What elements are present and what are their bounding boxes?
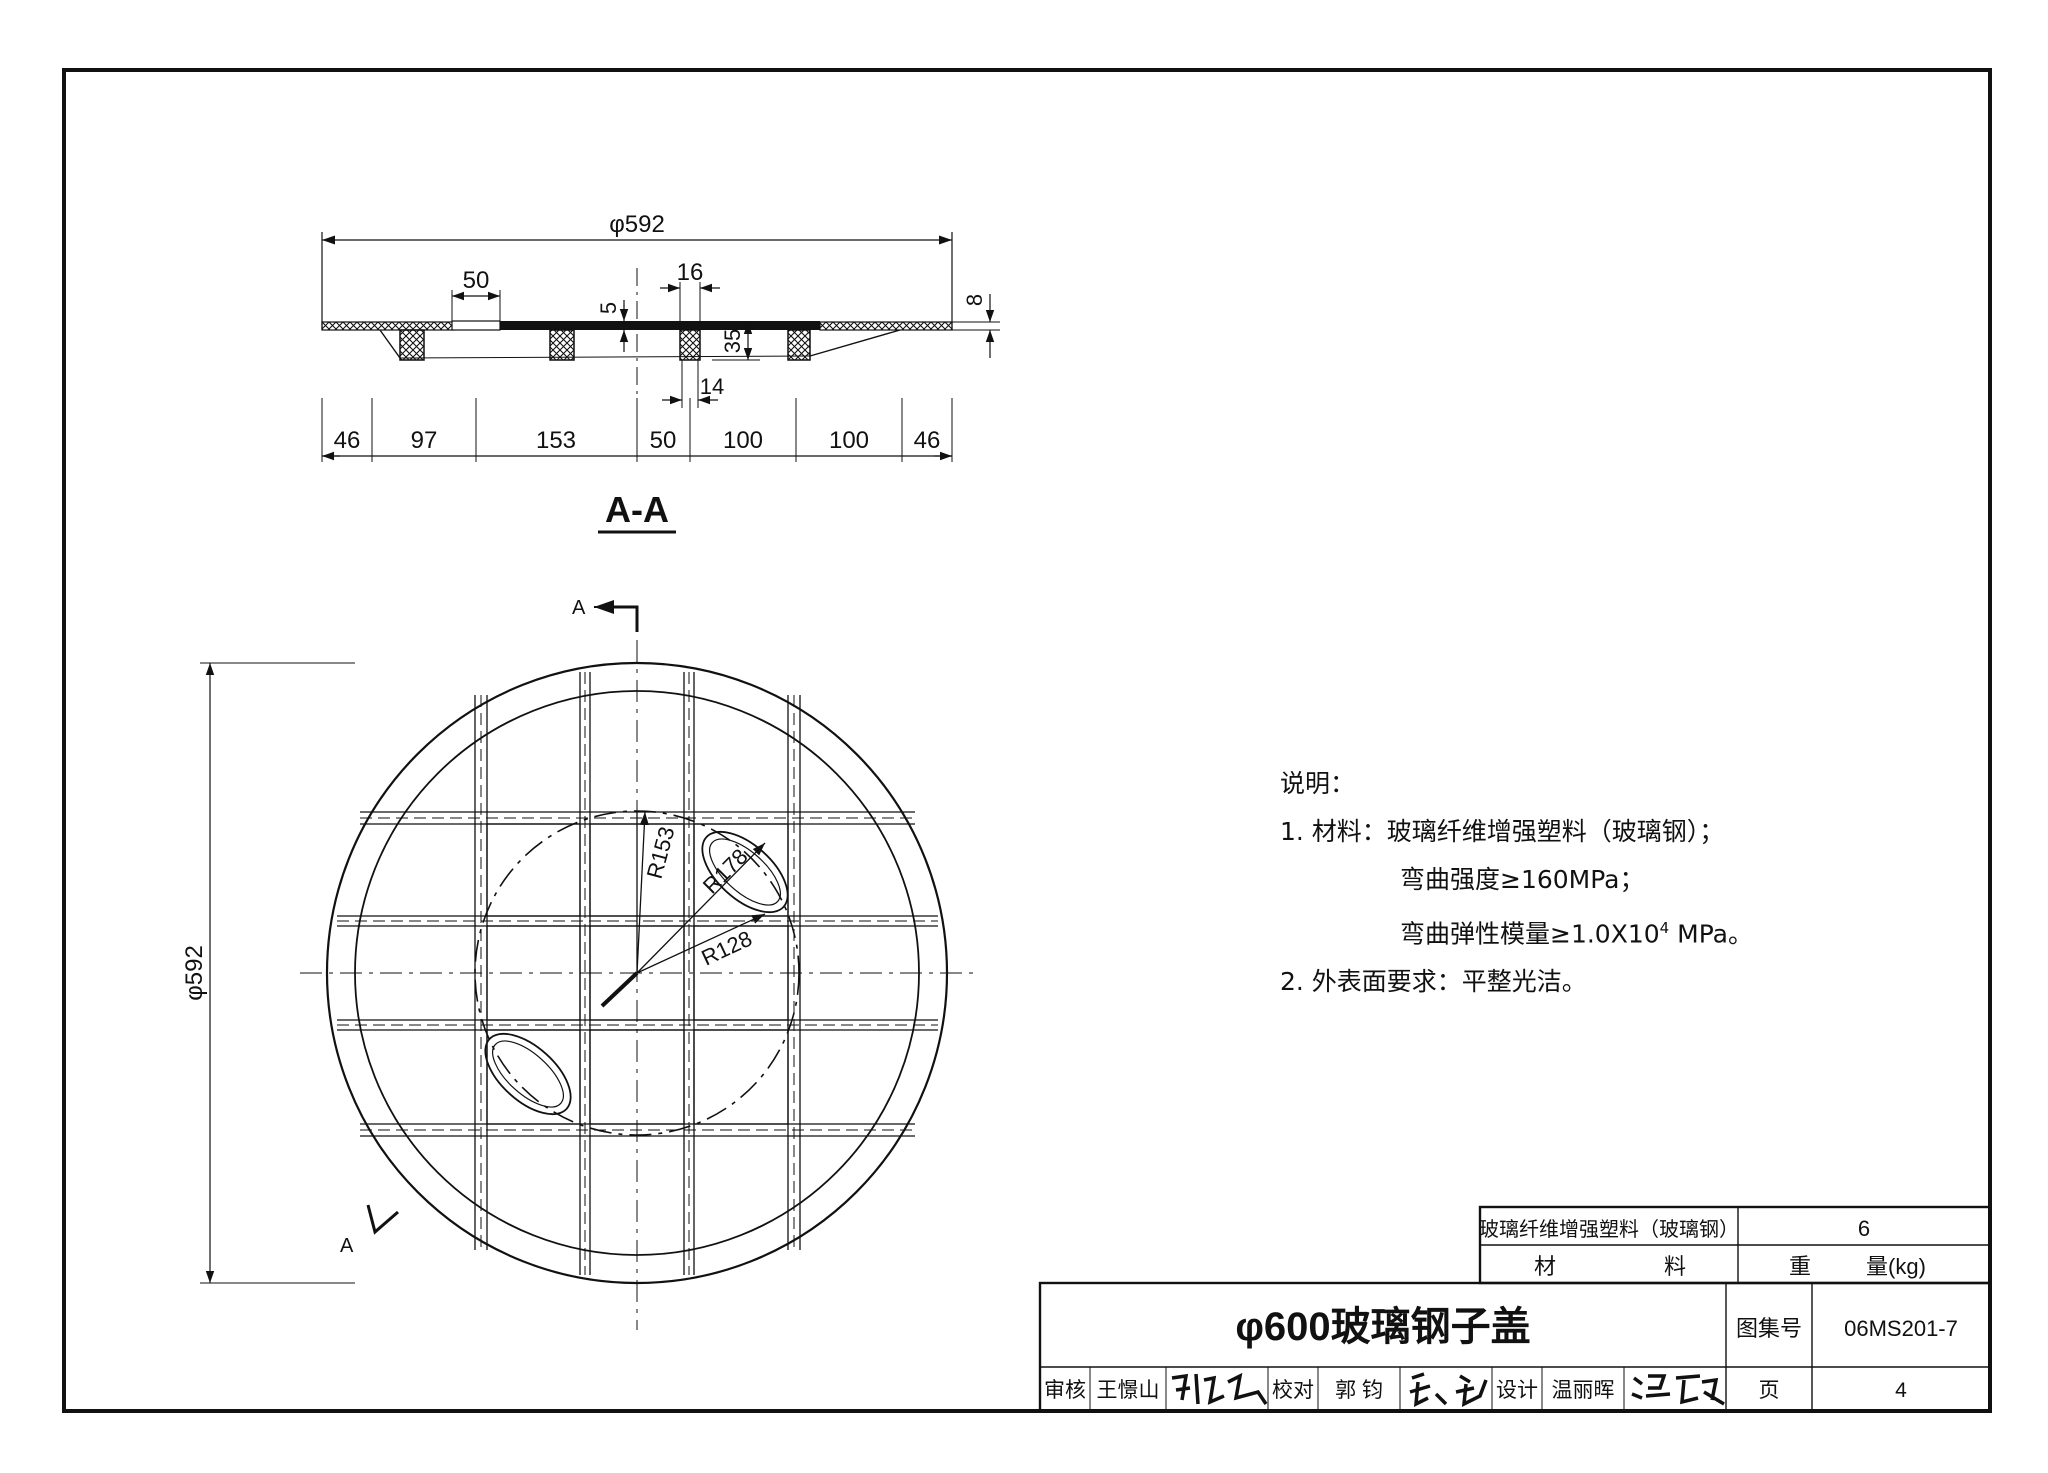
rib <box>787 329 811 361</box>
rib <box>549 329 575 361</box>
designer-name: 温丽晖 <box>1552 1379 1615 1402</box>
page-number: 4 <box>1895 1379 1907 1402</box>
rib <box>679 329 701 361</box>
material-header: 材 <box>1534 1254 1556 1279</box>
section-dim-bottom: 46 <box>334 427 361 454</box>
material-value: 玻璃纤维增强塑料（玻璃钢） <box>1479 1218 1739 1241</box>
section-dim-50: 50 <box>463 267 490 294</box>
checker-name: 郭 钧 <box>1335 1379 1383 1402</box>
plan-view: R153 R178 R128 A A φ592 <box>181 597 975 1330</box>
handle-slot <box>484 1032 572 1116</box>
notes-heading: 说明： <box>1280 769 1356 798</box>
radius-label: R153 <box>642 824 680 881</box>
weight-header: 量(kg) <box>1866 1254 1926 1279</box>
review-label: 审核 <box>1044 1379 1086 1402</box>
section-dim-bottom: 153 <box>536 427 576 454</box>
atlas-number: 06MS201-7 <box>1844 1316 1958 1341</box>
section-dim-16: 16 <box>677 259 704 286</box>
section-dim-35: 35 <box>720 329 745 353</box>
material-header: 料 <box>1664 1254 1686 1279</box>
section-dim-bottom: 100 <box>723 427 763 454</box>
rib <box>399 329 425 361</box>
note-line: 弯曲强度≥160MPa； <box>1400 865 1645 894</box>
note-line: 2. 外表面要求：平整光洁。 <box>1280 967 1587 997</box>
section-dim-8: 8 <box>962 294 987 306</box>
note-text: 弯曲弹性模量≥1.0X10 <box>1400 919 1660 949</box>
drawing-frame <box>62 68 1992 1413</box>
section-dim-bottom: 97 <box>411 427 438 454</box>
design-notes: 说明： 1. 材料：玻璃纤维增强塑料（玻璃钢）； 弯曲强度≥160MPa； 弯曲… <box>1280 760 1800 1006</box>
check-label: 校对 <box>1272 1379 1314 1402</box>
page-label: 页 <box>1759 1379 1780 1402</box>
section-view: φ592 50 16 5 35 <box>321 211 1000 534</box>
signature-reviewer <box>1171 1372 1268 1405</box>
cut-label-top: A <box>572 597 586 619</box>
weight-value: 6 <box>1858 1216 1870 1241</box>
section-dim-overall: φ592 <box>609 211 665 238</box>
note-line: 1. 材料：玻璃纤维增强塑料（玻璃钢）； <box>1280 817 1725 846</box>
cut-label-bottom: A <box>340 1235 354 1257</box>
note-exponent: 4 <box>1659 919 1670 937</box>
design-label: 设计 <box>1496 1379 1538 1402</box>
section-dim-14: 14 <box>700 374 724 399</box>
signature-checker <box>1409 1372 1488 1407</box>
atlas-label: 图集号 <box>1736 1316 1802 1341</box>
weight-header: 重 <box>1789 1254 1811 1279</box>
section-dim-5: 5 <box>596 302 621 314</box>
section-dim-bottom: 100 <box>829 427 869 454</box>
reviewer-name: 王憬山 <box>1097 1379 1160 1402</box>
plan-dim-diameter: φ592 <box>181 945 208 1001</box>
drawing-title: φ600玻璃钢子盖 <box>1235 1305 1530 1349</box>
note-text: MPa。 <box>1669 919 1753 949</box>
handle-slot <box>701 830 789 914</box>
section-dim-bottom: 46 <box>914 427 941 454</box>
title-block: 玻璃纤维增强塑料（玻璃钢） 6 材 料 重 量(kg) φ600玻璃钢子盖 图集… <box>1038 1205 1992 1413</box>
signature-designer <box>1631 1374 1725 1406</box>
section-title: A-A <box>605 489 669 530</box>
note-line: 弯曲弹性模量≥1.0X104 MPa。 <box>1280 904 1800 958</box>
section-dim-bottom: 50 <box>650 427 677 454</box>
